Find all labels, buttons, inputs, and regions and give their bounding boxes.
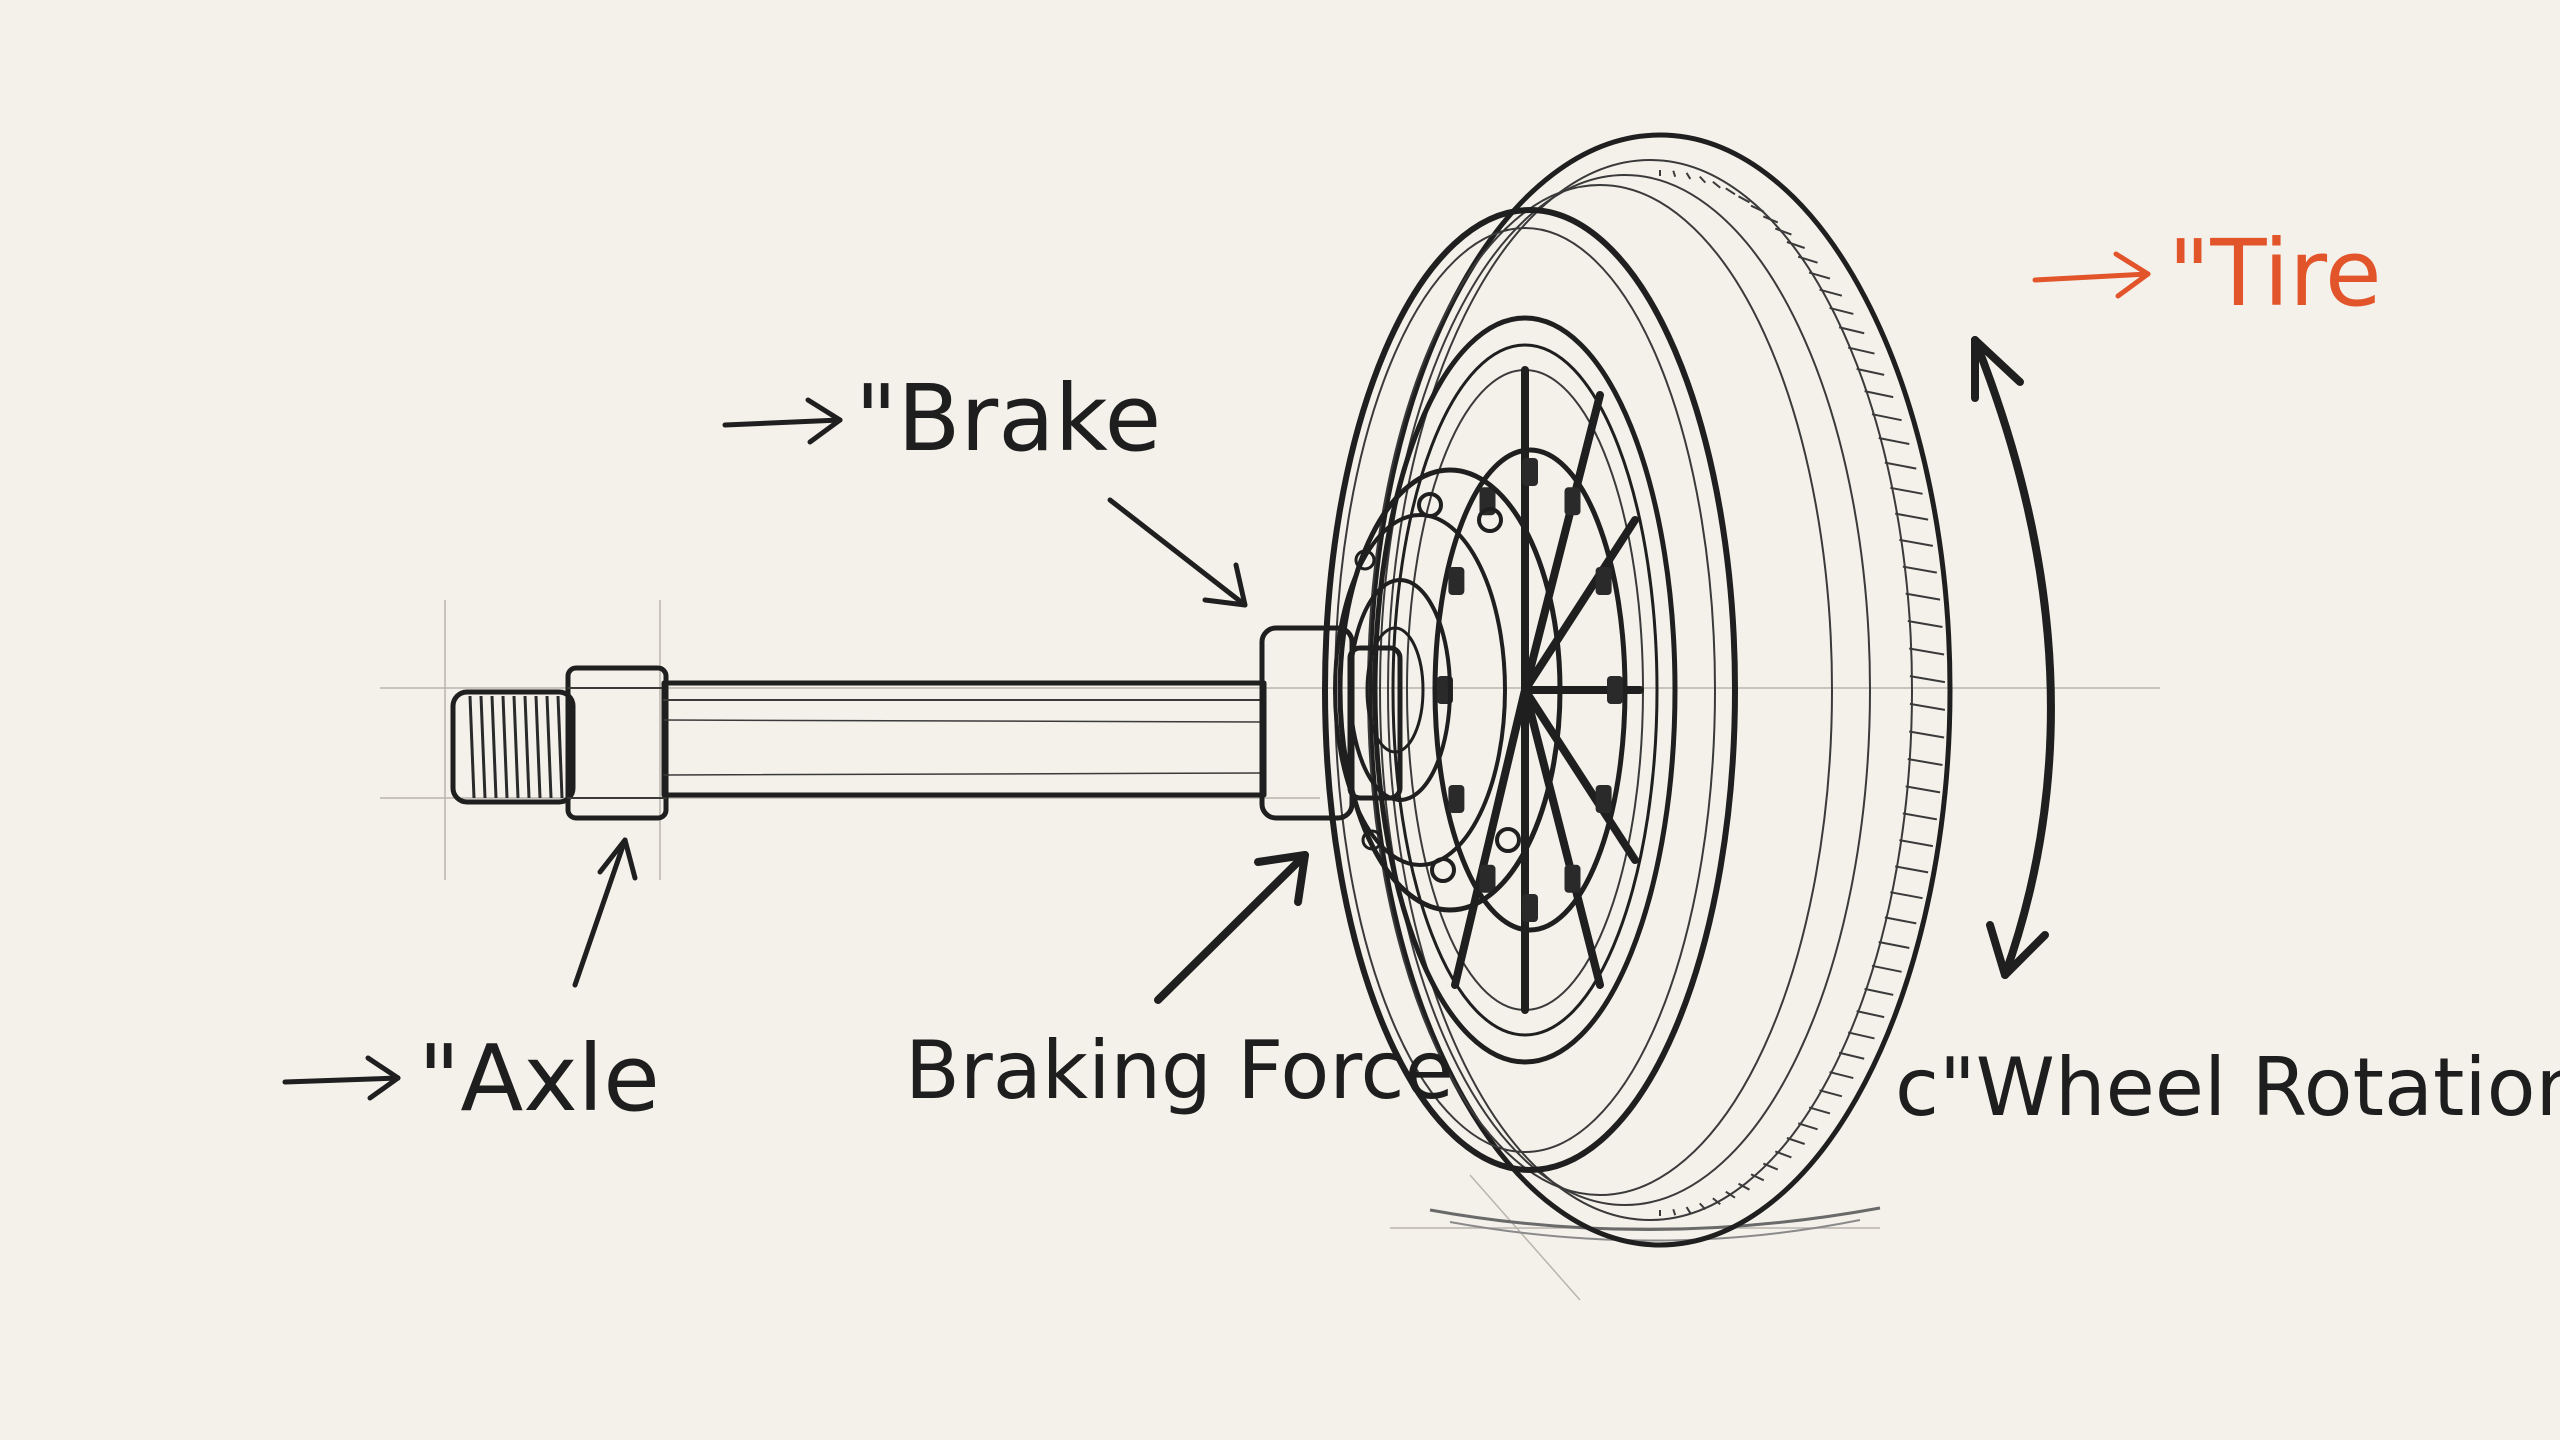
tread-mark bbox=[1902, 812, 1938, 821]
rotor-slot bbox=[1448, 785, 1465, 813]
tread-mark bbox=[1890, 486, 1923, 495]
rotor-slot bbox=[1607, 676, 1623, 704]
tread-mark bbox=[1909, 702, 1946, 711]
tread-mark bbox=[1864, 390, 1894, 399]
hub bbox=[1333, 467, 1563, 913]
tread-mark bbox=[1899, 839, 1934, 848]
leader-arrows bbox=[572, 336, 2055, 1004]
thread-mark bbox=[512, 695, 520, 799]
axle-label: "Axle bbox=[418, 1025, 660, 1132]
tread-mark bbox=[1856, 367, 1885, 376]
tread-mark bbox=[1838, 326, 1865, 335]
rotor-slot bbox=[1564, 864, 1581, 893]
tread-mark bbox=[1819, 288, 1843, 297]
tread-mark bbox=[1847, 1031, 1875, 1040]
tread-mark bbox=[1907, 758, 1943, 767]
rotor-slot bbox=[1479, 864, 1496, 893]
tread-mark bbox=[1905, 592, 1941, 601]
tread-mark bbox=[1672, 1208, 1677, 1216]
thread-mark bbox=[479, 695, 487, 799]
tread-mark bbox=[1856, 1010, 1885, 1019]
tread-mark bbox=[1907, 619, 1943, 628]
tread-mark bbox=[1786, 1137, 1806, 1145]
tread-mark bbox=[1738, 195, 1750, 204]
tread-mark bbox=[1797, 255, 1818, 264]
lug-bolts bbox=[1354, 492, 1521, 883]
tread-mark bbox=[1878, 437, 1910, 446]
tread-mark bbox=[1808, 1106, 1831, 1115]
tread-mark bbox=[1750, 1173, 1765, 1182]
construction-lines bbox=[380, 600, 2160, 1301]
tread-mark bbox=[1847, 346, 1875, 355]
tread-mark bbox=[1699, 1202, 1707, 1211]
rotor-slot bbox=[1595, 785, 1612, 813]
tread-mark bbox=[1871, 413, 1902, 422]
tread-mark bbox=[1871, 964, 1902, 973]
thread-mark bbox=[523, 695, 531, 799]
thread-mark bbox=[490, 695, 498, 799]
tread-mark bbox=[1884, 461, 1917, 470]
tread-mark bbox=[1909, 675, 1946, 684]
tread-mark bbox=[1819, 1089, 1843, 1098]
tread-mark bbox=[1808, 271, 1831, 280]
tread-mark bbox=[1884, 916, 1917, 925]
tread-mark bbox=[1685, 172, 1692, 180]
rotor-slot bbox=[1595, 567, 1612, 595]
rotor-slot bbox=[1448, 567, 1465, 595]
tread-mark bbox=[1829, 1071, 1854, 1080]
axle bbox=[450, 625, 1403, 821]
rotor-slot bbox=[1564, 487, 1581, 516]
tread-mark bbox=[1829, 306, 1854, 315]
tread-mark bbox=[1909, 647, 1945, 656]
tread-mark bbox=[1878, 940, 1910, 949]
ground-shadow bbox=[1429, 1206, 1881, 1242]
thread-mark bbox=[545, 695, 553, 799]
tread-mark bbox=[1890, 891, 1923, 900]
tread-mark bbox=[1894, 865, 1929, 874]
tread-mark bbox=[1672, 170, 1677, 178]
tread-mark bbox=[1762, 215, 1779, 224]
tread-mark bbox=[1899, 538, 1934, 547]
tread-mark bbox=[1738, 1182, 1750, 1191]
tread-mark bbox=[1725, 1190, 1736, 1199]
tread-mark bbox=[1894, 512, 1929, 521]
rim-spokes bbox=[1451, 366, 1644, 1014]
tread-mark bbox=[1712, 1197, 1721, 1206]
thread-mark bbox=[556, 695, 564, 799]
tire-label: "Tire bbox=[2168, 220, 2382, 327]
braking-force-label: Braking Force bbox=[905, 1024, 1454, 1117]
tread-mark bbox=[1786, 241, 1806, 249]
label-pointers bbox=[282, 251, 2151, 1101]
wheel-rotation-label: c"Wheel Rotation bbox=[1895, 1041, 2560, 1134]
tread-mark bbox=[1725, 187, 1736, 196]
rotor-slot bbox=[1522, 894, 1538, 922]
tread-mark bbox=[1774, 227, 1792, 236]
tread-mark bbox=[1762, 1162, 1779, 1171]
tread-mark bbox=[1838, 1051, 1865, 1060]
tread-mark bbox=[1864, 987, 1894, 996]
brake-label: "Brake bbox=[855, 365, 1161, 472]
tread-mark bbox=[1909, 730, 1945, 739]
tread-mark bbox=[1712, 180, 1721, 189]
brake-rotor bbox=[1432, 447, 1628, 933]
rotor-slot bbox=[1522, 458, 1538, 486]
thread-mark bbox=[468, 695, 476, 799]
tread-mark bbox=[1905, 785, 1941, 794]
tread-mark bbox=[1699, 175, 1707, 184]
thread-mark bbox=[534, 695, 542, 799]
tread-mark bbox=[1902, 565, 1938, 574]
tread-mark bbox=[1685, 1206, 1692, 1214]
tread-mark bbox=[1774, 1150, 1792, 1159]
tread-mark bbox=[1797, 1122, 1818, 1131]
thread-mark bbox=[501, 695, 509, 799]
tread-mark bbox=[1750, 204, 1765, 213]
